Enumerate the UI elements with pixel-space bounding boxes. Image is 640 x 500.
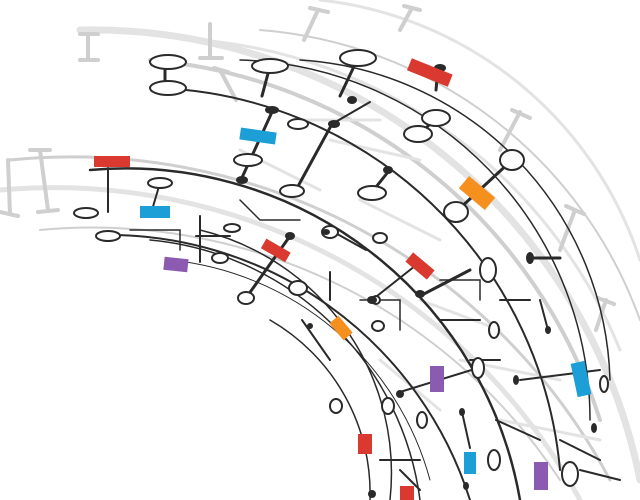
orange-marker bbox=[329, 315, 353, 341]
red-marker bbox=[400, 486, 414, 500]
purple-marker bbox=[430, 366, 444, 392]
purple-marker bbox=[163, 256, 189, 273]
purple-marker bbox=[534, 462, 548, 490]
red-marker bbox=[358, 434, 372, 454]
ring-nodes bbox=[73, 49, 609, 487]
red-marker bbox=[405, 252, 435, 280]
red-marker bbox=[406, 58, 453, 87]
blue-marker bbox=[570, 360, 592, 398]
blue-marker bbox=[239, 127, 277, 145]
solid-dots bbox=[236, 64, 597, 498]
dark-traces bbox=[107, 56, 621, 491]
grey-connectors bbox=[0, 4, 616, 442]
colored-markers bbox=[94, 58, 592, 500]
blue-marker bbox=[140, 206, 170, 218]
orange-marker bbox=[458, 175, 496, 211]
blue-marker bbox=[464, 452, 476, 474]
red-marker bbox=[94, 156, 130, 167]
red-marker bbox=[260, 238, 291, 263]
